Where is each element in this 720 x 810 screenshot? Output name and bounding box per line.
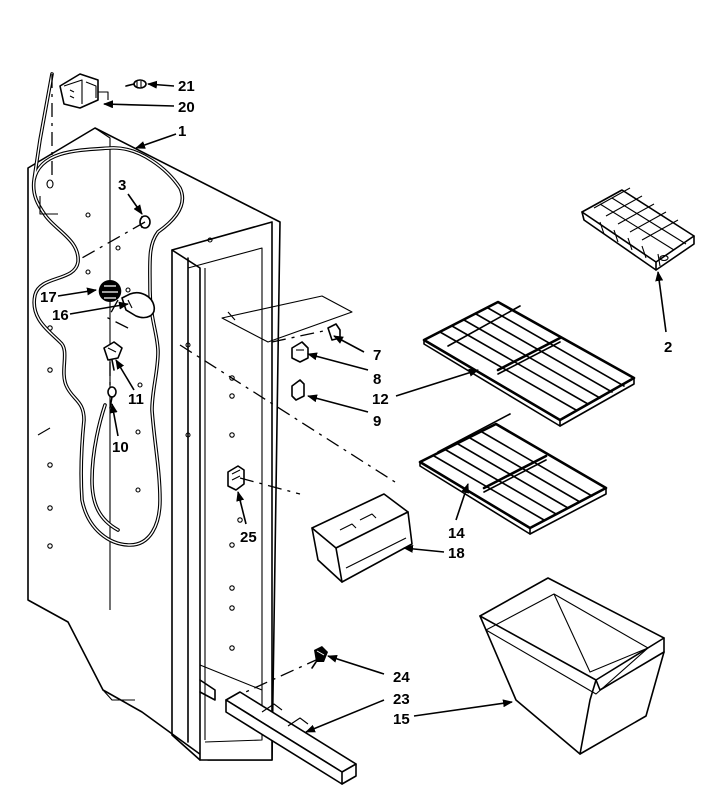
callout-labels: 21 20 1 3 17 16 11 10 25 7 8 9 12 14 18 … xyxy=(40,78,672,728)
bottom-rail-23 xyxy=(225,691,357,785)
leader-lines xyxy=(57,80,667,733)
wire-shelf-14 xyxy=(418,413,608,535)
clip-11 xyxy=(103,341,123,371)
callout-15: 15 xyxy=(393,711,410,728)
callout-3: 3 xyxy=(118,177,126,194)
screw-21 xyxy=(125,79,147,89)
shelf-support-9 xyxy=(291,379,305,401)
callout-20: 20 xyxy=(178,99,195,116)
light-bulb-16 xyxy=(121,291,156,319)
callout-17: 17 xyxy=(40,289,57,306)
lamp-socket-17 xyxy=(98,280,122,302)
shelf-bracket-18 xyxy=(311,493,413,583)
callout-7: 7 xyxy=(373,347,381,364)
callout-24: 24 xyxy=(393,669,410,686)
freezer-liner xyxy=(27,127,281,761)
shelf-stop-25 xyxy=(227,465,245,491)
wire-shelf-12 xyxy=(422,300,636,427)
shelf-support-8 xyxy=(291,341,309,363)
callout-2: 2 xyxy=(664,339,672,356)
callout-8: 8 xyxy=(373,371,381,388)
callout-23: 23 xyxy=(393,691,410,708)
control-bracket-20 xyxy=(59,73,109,109)
ice-cube-tray-2 xyxy=(581,187,695,271)
callout-25: 25 xyxy=(240,529,257,546)
screw-24 xyxy=(311,646,328,669)
callout-12: 12 xyxy=(372,391,389,408)
callout-14: 14 xyxy=(448,525,465,542)
callout-11: 11 xyxy=(128,391,144,408)
callout-9: 9 xyxy=(373,413,381,430)
callout-21: 21 xyxy=(178,78,195,95)
assembly-lines xyxy=(51,74,396,701)
wire-harness xyxy=(31,72,185,547)
callout-1: 1 xyxy=(178,123,186,140)
callout-10: 10 xyxy=(112,439,129,456)
callout-16: 16 xyxy=(52,307,69,324)
storage-bin-15 xyxy=(479,577,665,755)
hardware-outline xyxy=(221,295,353,343)
callout-18: 18 xyxy=(448,545,465,562)
